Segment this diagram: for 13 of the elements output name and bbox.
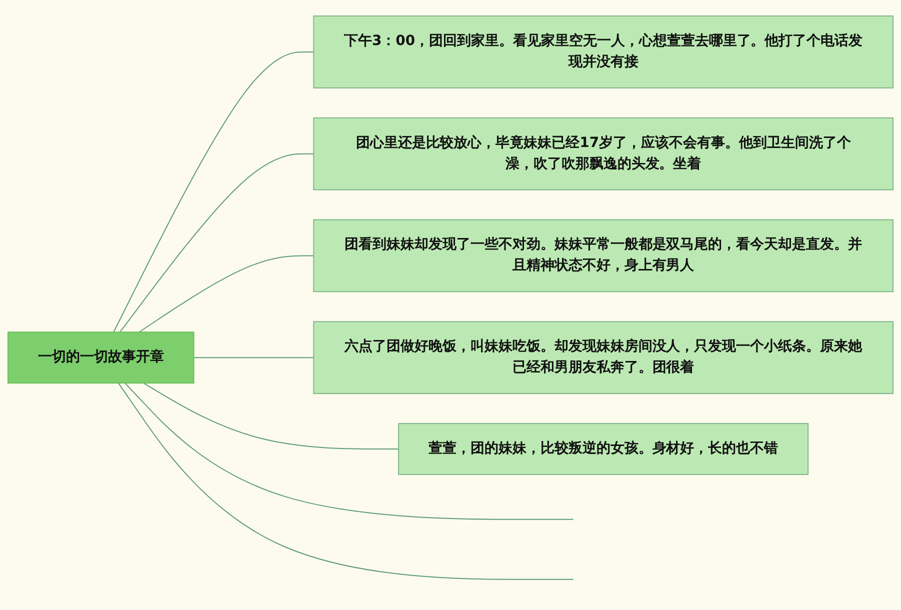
node-box: 下午3：00，团回到家里。看见家里空无一人，心想萱萱去哪里了。他打了个电话发现并没有接 (313, 15, 894, 88)
connector (124, 382, 574, 520)
connector (118, 382, 574, 580)
connector (193, 356, 314, 358)
node-box: 六点了团做好晚饭，叫妹妹吃饭。却发现妹妹房间没人，只发现一个小纸条。原来她已经和男朋友私奔了。团很着 (313, 320, 894, 394)
node-box: 萱萱，团的妹妹，比较叛逆的女孩。身材好，长的也不错 (398, 422, 809, 475)
connector (143, 382, 400, 450)
node-box: 一切的一切故事开章 (8, 331, 194, 384)
node-box: 团看到妹妹却发现了一些不对劲。妹妹平常一般都是双马尾的，看今天却是直发。并且精神状态不好，身上有男人 (313, 219, 894, 292)
connector (138, 255, 314, 332)
node-box: 团心里还是比较放心，毕竟妹妹已经17岁了，应该不会有事。他到卫生间洗了个澡，吹了吹那飘逸的头发。坐着 (313, 117, 894, 190)
connector (113, 51, 314, 332)
connector (120, 153, 314, 332)
